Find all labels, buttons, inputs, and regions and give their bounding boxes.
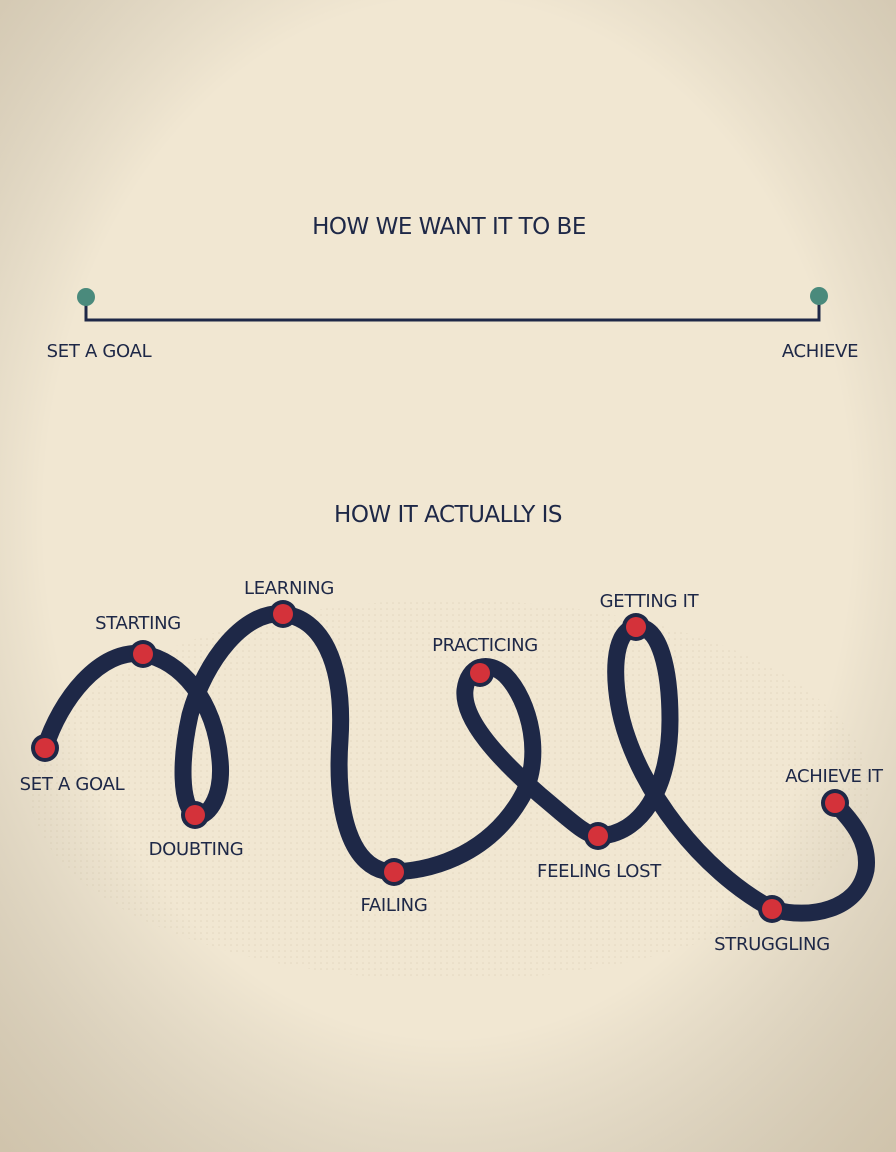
stage-practicing: PRACTICING bbox=[432, 635, 538, 687]
stage-failing: FAILING bbox=[361, 858, 428, 916]
ideal-path-section: HOW WE WANT IT TO BE SET A GOAL ACHIEVE bbox=[47, 214, 859, 362]
stage-dot-fill bbox=[825, 793, 845, 813]
stage-struggling: STRUGGLING bbox=[714, 895, 830, 955]
stage-doubting: DOUBTING bbox=[149, 801, 244, 860]
stage-label-failing: FAILING bbox=[361, 895, 428, 916]
stage-dot-fill bbox=[273, 604, 293, 624]
ideal-title: HOW WE WANT IT TO BE bbox=[312, 214, 586, 240]
ideal-end-label: ACHIEVE bbox=[782, 341, 858, 362]
ideal-end-dot bbox=[810, 287, 828, 305]
stage-label-learning: LEARNING bbox=[244, 578, 334, 599]
stage-learning: LEARNING bbox=[244, 578, 334, 628]
stage-label-achieve-it: ACHIEVE IT bbox=[785, 766, 884, 787]
stage-dot-fill bbox=[185, 805, 205, 825]
stage-dot-fill bbox=[35, 738, 55, 758]
halftone-texture bbox=[30, 600, 870, 980]
stage-label-feeling-lost: FEELING LOST bbox=[537, 861, 662, 882]
stage-getting-it: GETTING IT bbox=[600, 591, 700, 641]
stage-dot-fill bbox=[626, 617, 646, 637]
ideal-straight-line bbox=[84, 298, 821, 322]
ideal-start-dot bbox=[77, 288, 95, 306]
stage-achieve-it: ACHIEVE IT bbox=[785, 766, 884, 817]
stage-label-doubting: DOUBTING bbox=[149, 839, 244, 860]
stage-label-getting-it: GETTING IT bbox=[600, 591, 700, 612]
stage-dot-fill bbox=[588, 826, 608, 846]
stage-label-practicing: PRACTICING bbox=[432, 635, 538, 656]
stage-dot-fill bbox=[133, 644, 153, 664]
stage-dot-fill bbox=[470, 663, 490, 683]
ideal-start-label: SET A GOAL bbox=[47, 341, 152, 362]
stage-feeling-lost: FEELING LOST bbox=[537, 822, 663, 882]
actual-path-section: HOW IT ACTUALLY IS SET A GOAL STARTING D… bbox=[20, 502, 885, 955]
actual-title: HOW IT ACTUALLY IS bbox=[334, 502, 562, 528]
stage-dot-fill bbox=[384, 862, 404, 882]
stage-label-set-a-goal: SET A GOAL bbox=[20, 774, 125, 795]
stage-label-starting: STARTING bbox=[95, 613, 181, 634]
stage-label-struggling: STRUGGLING bbox=[714, 934, 830, 955]
stage-set-a-goal: SET A GOAL bbox=[20, 734, 125, 795]
stage-starting: STARTING bbox=[95, 613, 181, 668]
stage-dot-fill bbox=[762, 899, 782, 919]
